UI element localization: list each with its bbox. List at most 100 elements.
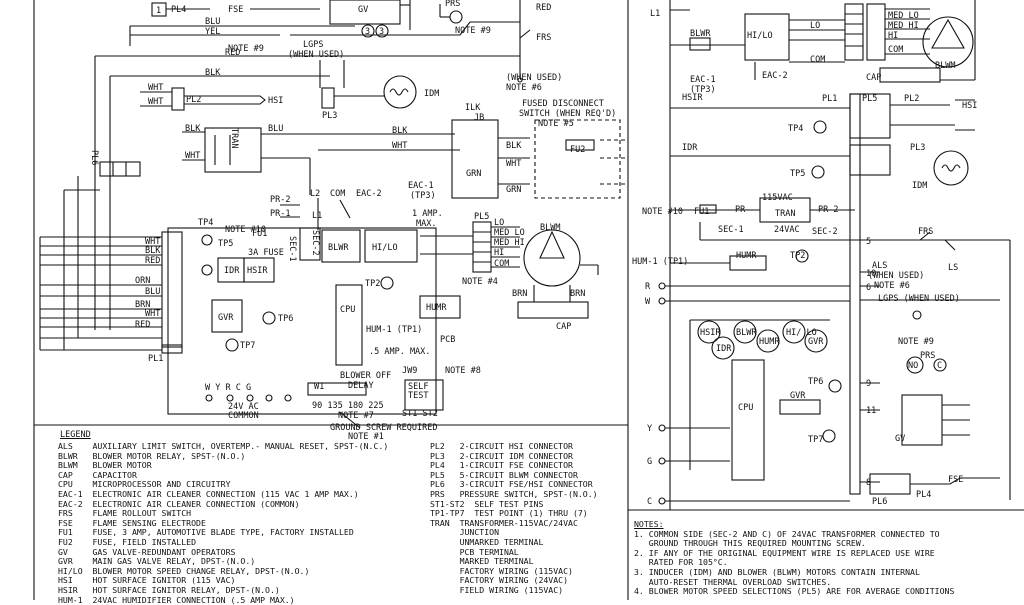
r-sec1-label: SEC-1	[718, 225, 744, 235]
brn-label: BRN	[512, 289, 527, 299]
lgps-when-used: (WHEN USED)	[288, 50, 344, 60]
r-com-label: COM	[888, 45, 903, 55]
r-cap-label: CAP	[866, 73, 881, 83]
als-when-used: (WHEN USED)	[506, 73, 562, 83]
frs-label: FRS	[536, 33, 551, 43]
r-med-lo-label: MED LO	[888, 11, 919, 21]
tp6-label: TP6	[278, 314, 293, 324]
red-top-label: RED	[536, 3, 551, 13]
sec2-label: SEC-2	[310, 230, 320, 256]
note9-label-2: NOTE #9	[228, 44, 264, 54]
r-fse-label: FSE	[948, 475, 963, 485]
wire-label-wht-jb: WHT	[506, 159, 521, 169]
r-gv-label: GV	[895, 434, 905, 444]
note8-label: NOTE #8	[445, 366, 481, 376]
eac1-label: EAC-1	[408, 181, 434, 191]
r-l1-label: L1	[650, 9, 660, 19]
r-w-label: W	[645, 297, 651, 307]
test-label: TEST	[408, 391, 428, 401]
fu2-label: FU2	[570, 145, 585, 155]
r-als-when-label: (WHEN USED)	[868, 271, 924, 281]
hsi-label: HSI	[268, 96, 283, 106]
med-hi-label: MED HI	[494, 238, 525, 248]
blwr-label: BLWR	[328, 243, 349, 253]
common-label: COMMON	[228, 411, 259, 421]
r-y-label: Y	[647, 424, 652, 434]
wire-label-wht-6: WHT	[145, 237, 160, 247]
r-com-label-2: COM	[810, 55, 825, 65]
prs-label: PRS	[445, 0, 460, 9]
pl2-label: PL2	[186, 95, 201, 105]
r-tp7-label: TP7	[808, 435, 823, 445]
r-g-label: G	[647, 457, 652, 467]
idm-label: IDM	[424, 89, 439, 99]
wire-label-blk-3: BLK	[392, 126, 408, 136]
r-pin-10: 10	[866, 269, 876, 279]
r-pin-6: 6	[866, 283, 871, 293]
r-sec2-label: SEC-2	[812, 227, 838, 237]
wire-label-orn: ORN	[135, 276, 150, 286]
wire-label-grn: GRN	[506, 185, 521, 195]
thermostat-terminals-label: W Y R C G	[205, 383, 251, 393]
r-pl6-label: PL6	[872, 497, 887, 507]
one-amp-label: 1 AMP.	[412, 209, 443, 219]
jb-label: JB	[474, 113, 484, 123]
note5-label: NOTE #5	[538, 119, 574, 129]
wire-label-wht-2: WHT	[148, 97, 163, 107]
wire-label-blk-jb: BLK	[506, 141, 522, 151]
grn-label: GRN	[466, 169, 481, 179]
tp2-label: TP2	[365, 279, 380, 289]
r-hum1-label: HUM-1 (TP1)	[632, 257, 688, 267]
legend-title: LEGEND	[60, 431, 91, 441]
sec1-label: SEC-1	[287, 236, 297, 262]
r-hilo-label: HI/LO	[747, 31, 773, 41]
com-label: COM	[330, 189, 345, 199]
med-lo-label: MED LO	[494, 228, 525, 238]
delay-values-label: 90 135 180 225	[312, 401, 384, 411]
delay-label: DELAY	[348, 381, 374, 391]
st-label: ST1 ST2	[402, 409, 438, 419]
pl6-label: PL6	[89, 150, 99, 165]
r-idm-label: IDM	[912, 181, 927, 191]
pl1-label: PL1	[148, 354, 163, 364]
r-ls-label: LS	[948, 263, 958, 273]
r-pin-8: 8	[866, 478, 871, 488]
legend: LEGEND ALS AUXILIARY LIMIT SWITCH, OVERT…	[38, 430, 618, 600]
r-note9-label: NOTE #9	[898, 337, 934, 347]
blower-off-label: BLOWER OFF	[340, 371, 391, 381]
tp3-label: (TP3)	[410, 191, 436, 201]
hilo-label: HI/LO	[372, 243, 398, 253]
wire-label-blk-4: BLK	[145, 246, 161, 256]
gv-label: GV	[358, 5, 368, 15]
l1-label: L1	[312, 211, 322, 221]
lgps-label: LGPS	[303, 40, 323, 50]
r-fu1-label: FU1	[694, 207, 709, 217]
r-eac2-label: EAC-2	[762, 71, 788, 81]
legend-entry: HUM-1 24VAC HUMIDIFIER CONNECTION (.5 AM…	[58, 596, 428, 605]
legend-column-2: PL2 2-CIRCUIT HSI CONNECTOR PL3 2-CIRCUI…	[430, 442, 620, 596]
note-line: 4. BLOWER MOTOR SPEED SELECTIONS (PL5) A…	[634, 587, 1019, 597]
pl3-label: PL3	[322, 111, 337, 121]
fu1-label: FU1	[252, 229, 267, 239]
r-pr-left-label: PR-	[735, 205, 750, 215]
hsir-label: HSIR	[247, 266, 268, 276]
r-pl2-label: PL2	[904, 94, 919, 104]
r-eac1-label: EAC-1	[690, 75, 716, 85]
com-label-2: COM	[494, 259, 509, 269]
jw9-label: JW9	[402, 366, 417, 376]
r-humr-coil-label: HUMR	[759, 337, 780, 347]
r-tran-label: TRAN	[775, 209, 795, 219]
r-c-terminal-label: C	[647, 497, 652, 507]
r-cpu-label: CPU	[738, 403, 753, 413]
legend-entry: FIELD WIRING (115VAC)	[430, 586, 620, 596]
wire-label-blu-3: BLU	[145, 287, 160, 297]
lo-label: LO	[494, 218, 504, 228]
r-c-label: C	[937, 361, 942, 371]
wire-label-red-2: RED	[145, 256, 160, 266]
r-humr-label: HUMR	[736, 251, 757, 261]
tp5-label: TP5	[218, 239, 233, 249]
half-amp-label: .5 AMP. MAX.	[369, 347, 430, 357]
pl5-label: PL5	[474, 212, 489, 222]
wire-label-wht-5: WHT	[145, 309, 160, 319]
